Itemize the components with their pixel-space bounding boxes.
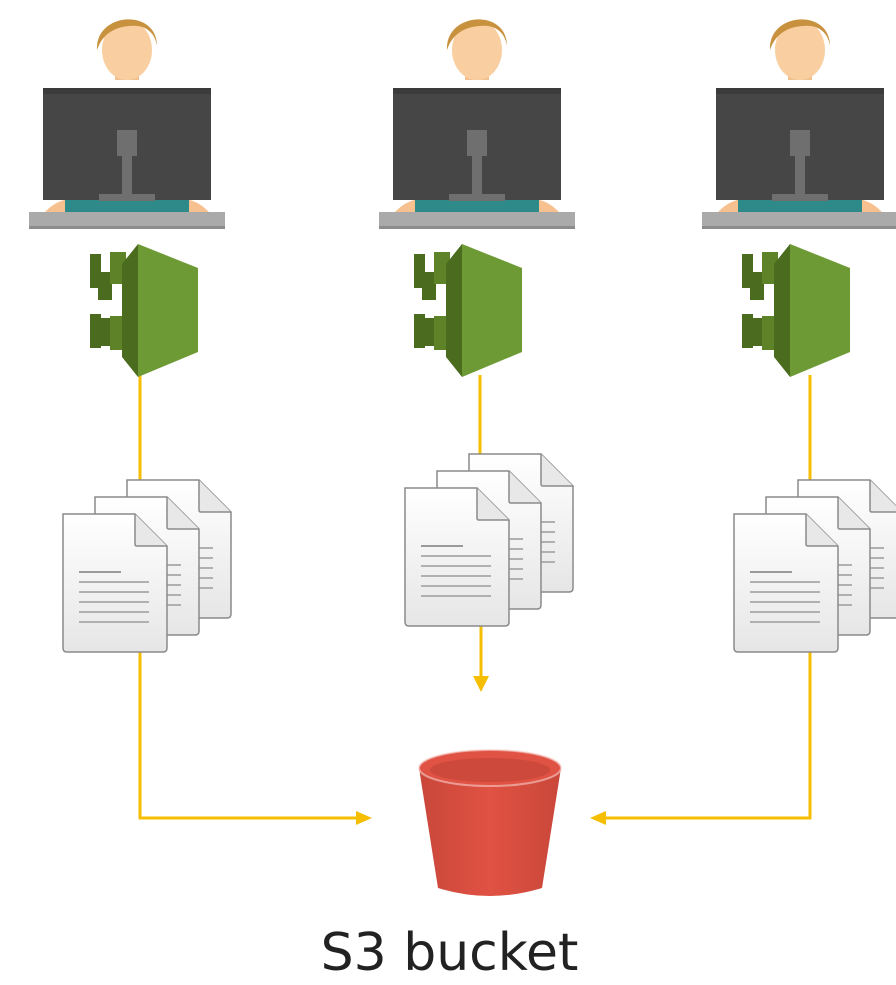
- user-2: [379, 19, 575, 229]
- service-2: [414, 244, 522, 377]
- user-at-computer-icon: [29, 19, 225, 229]
- s3-bucket-icon: [418, 749, 562, 896]
- documents-3: [734, 480, 896, 652]
- green-service-icon: [742, 244, 850, 377]
- green-service-icon: [90, 244, 198, 377]
- document-stack-icon: [63, 480, 231, 652]
- service-3: [742, 244, 850, 377]
- user-1: [29, 19, 225, 229]
- bucket-label: S3 bucket: [320, 923, 579, 983]
- arrow-down-to-bucket: [473, 676, 489, 692]
- documents-1: [63, 480, 231, 652]
- service-1: [90, 244, 198, 377]
- documents-2: [405, 454, 573, 626]
- document-stack-icon: [734, 480, 896, 652]
- connectors: [138, 375, 812, 820]
- arrowheads: [356, 676, 606, 825]
- connector-docs3-bucket: [606, 648, 812, 820]
- green-service-icon: [414, 244, 522, 377]
- user-3: [702, 19, 896, 229]
- document-stack-icon: [405, 454, 573, 626]
- user-at-computer-icon: [379, 19, 575, 229]
- arrow-right-to-bucket: [356, 811, 372, 825]
- user-at-computer-icon: [702, 19, 896, 229]
- arrow-left-to-bucket: [590, 811, 606, 825]
- connector-docs1-bucket: [138, 648, 356, 820]
